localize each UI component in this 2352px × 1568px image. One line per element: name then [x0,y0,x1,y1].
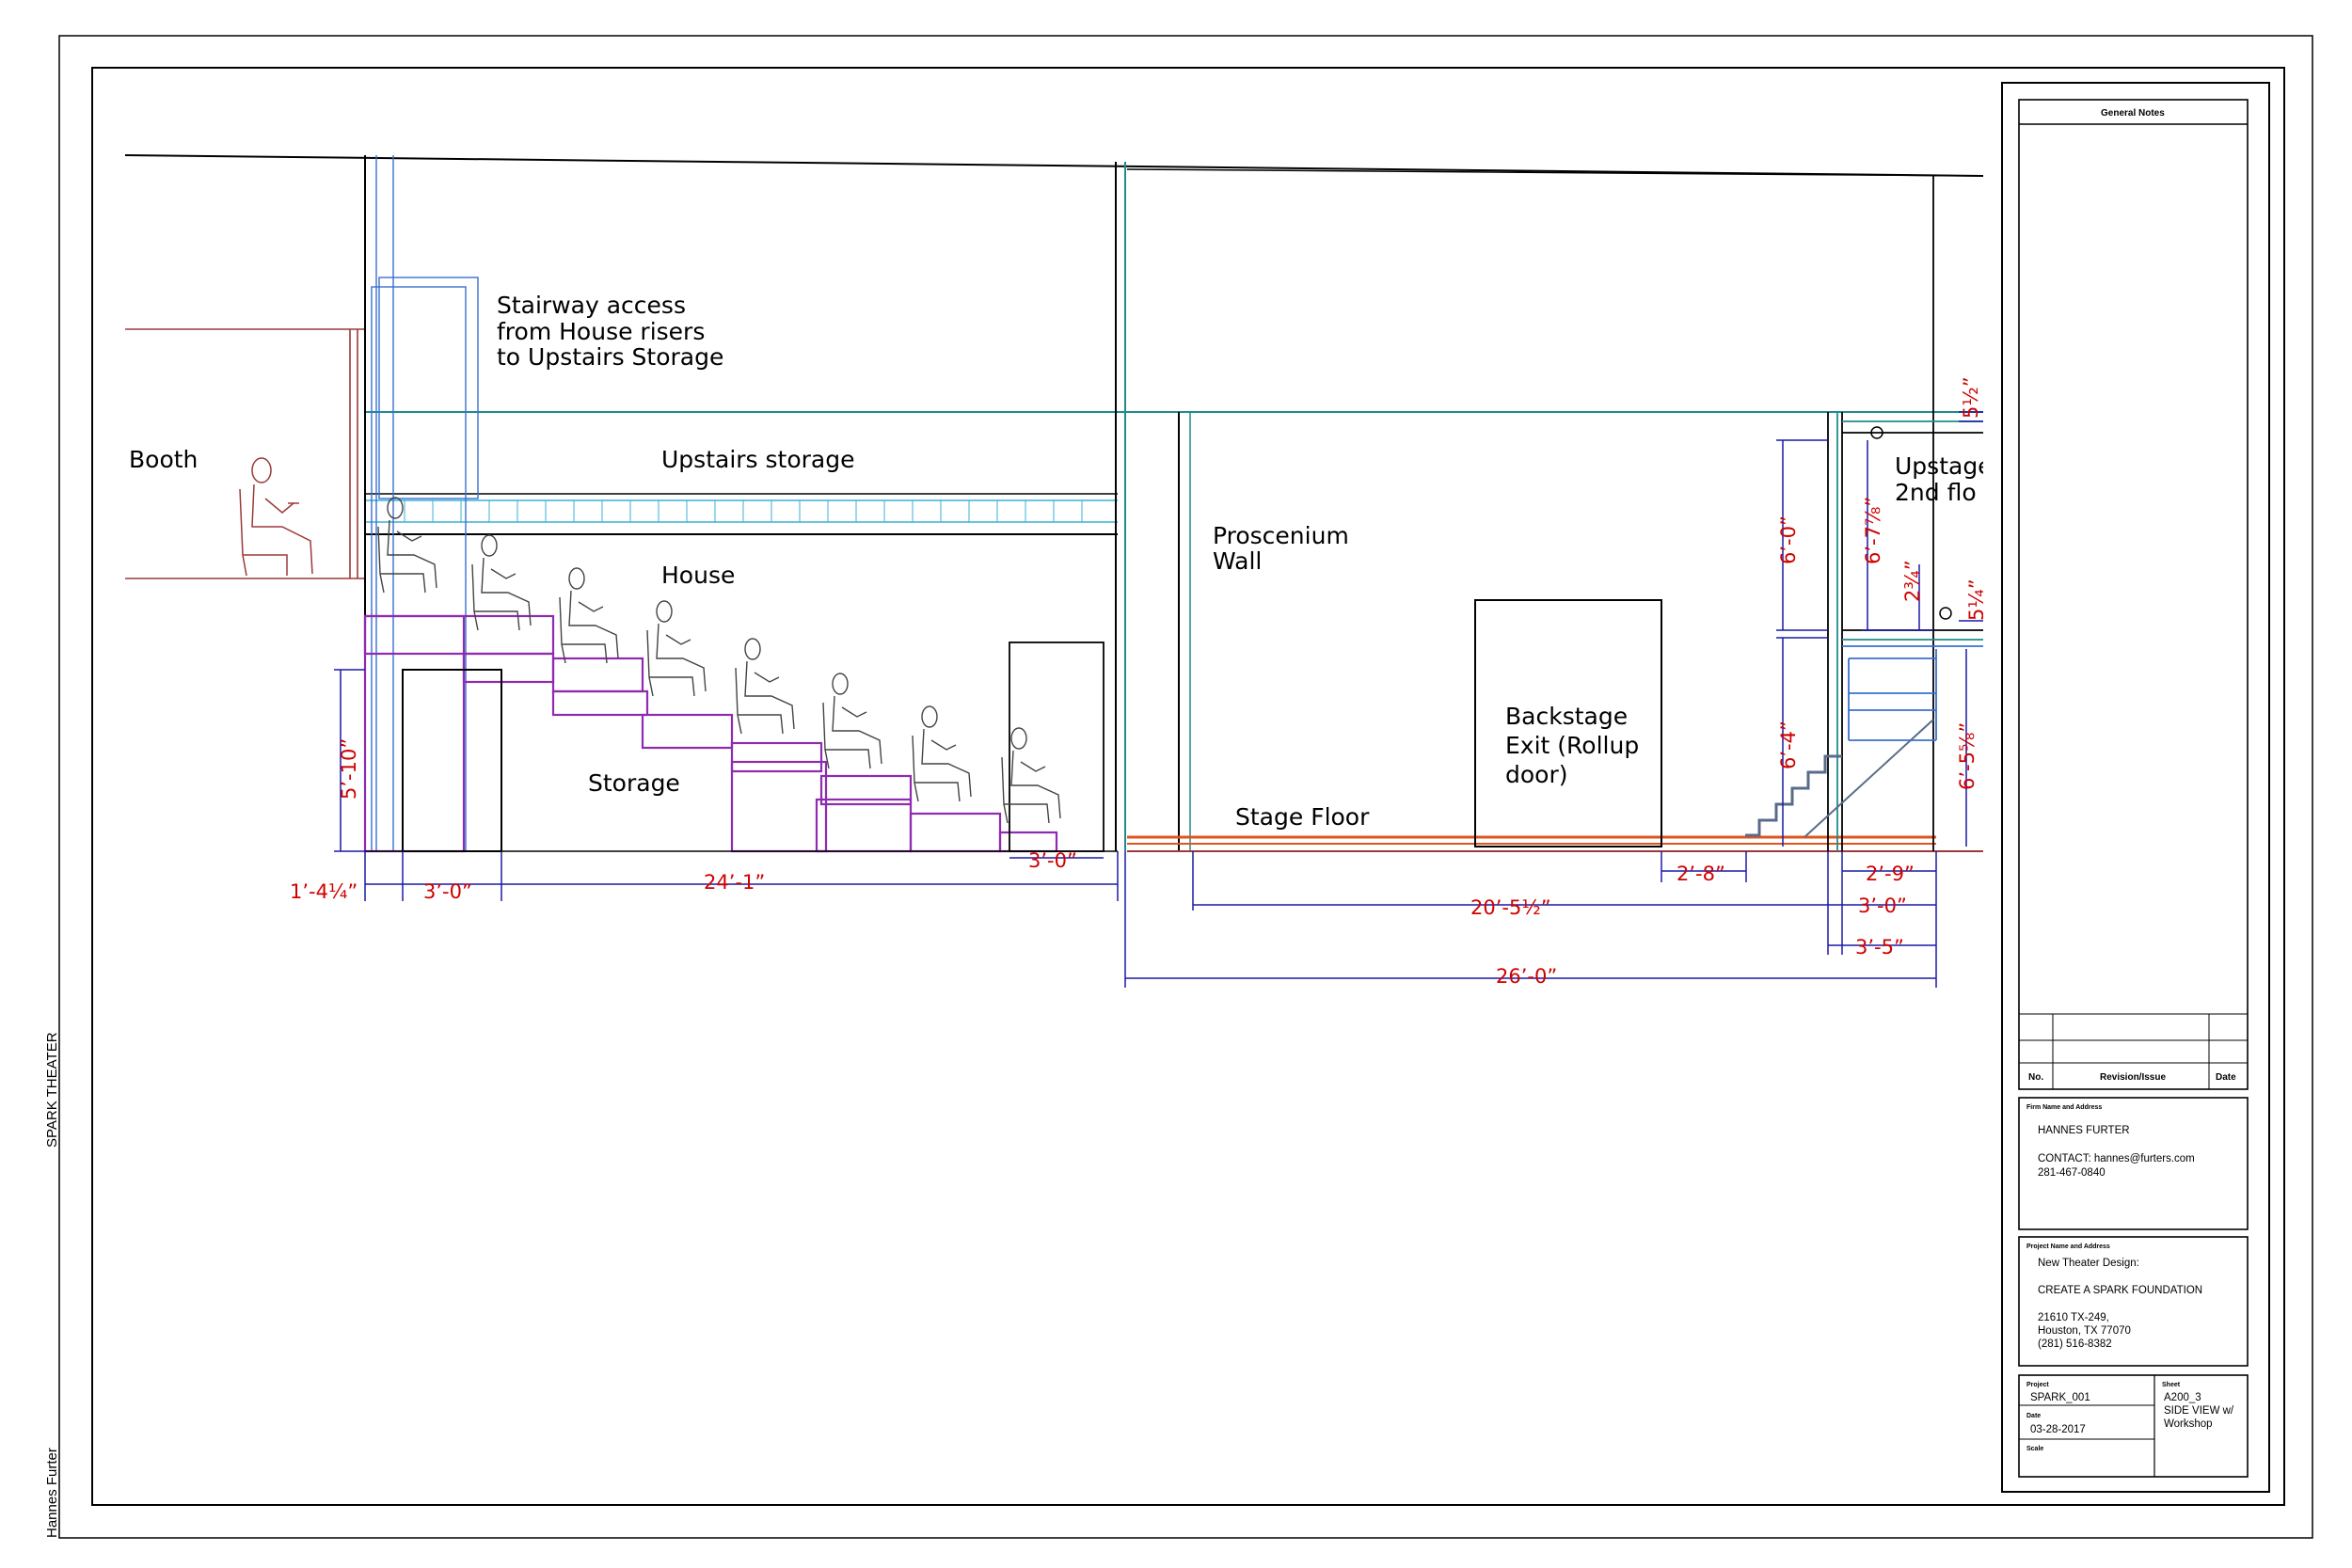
firm-phone: 281-467-0840 [2038,1167,2106,1179]
side-author: Hannes Furter [44,1448,60,1538]
dim-5-half: 5½” [1960,376,1982,419]
dim-6-7: 6’-7⅞” [1862,497,1884,564]
backstage-label-line1: Backstage [1505,703,1628,730]
sheet-desc1: SIDE VIEW w/ [2164,1405,2234,1417]
booth-person-icon [239,457,313,577]
dim-3-5: 3’-5” [1855,936,1904,958]
sheet-desc2: Workshop [2164,1418,2213,1430]
dim-24-1: 24’-1” [704,871,765,894]
general-notes-heading: General Notes [2101,108,2165,119]
side-project-name: SPARK THEATER [44,1032,60,1148]
audience-person-icon [377,497,1061,824]
dim-1-4: 1’-4¼” [290,880,358,903]
project-address3: (281) 516-8382 [2038,1338,2112,1350]
proscenium-label-line1: Proscenium [1213,522,1349,549]
project-line2: CREATE A SPARK FOUNDATION [2038,1285,2202,1296]
dim-2-8: 2’-8” [1677,863,1725,885]
project-heading: Project Name and Address [2026,1243,2110,1250]
upstage-label-line2: 2nd flo [1895,479,1977,506]
dim-6-4: 6’-4” [1777,721,1800,769]
outer-border [58,35,2313,1539]
revision-date-header: Date [2216,1072,2236,1083]
house-label: House [661,562,735,589]
backstage-rollup-door [1474,599,1662,847]
project-value: SPARK_001 [2030,1392,2090,1403]
firm-heading: Firm Name and Address [2026,1104,2102,1111]
project-address2: Houston, TX 77070 [2038,1325,2131,1337]
date-value: 03-28-2017 [2030,1424,2086,1435]
title-block [2001,82,2270,1493]
house-exit-door [1009,641,1104,852]
scale-label: Scale [2026,1446,2043,1452]
upstage-label-line1: Upstage [1895,452,1993,480]
sheet-value: A200_3 [2164,1392,2201,1403]
proscenium-label-line2: Wall [1213,547,1262,575]
dim-20-5: 20’-5½” [1470,896,1551,919]
dim-3-0-b: 3’-0” [1028,849,1077,872]
stairway-label-line3: to Upstairs Storage [497,343,723,371]
date-label: Date [2026,1413,2041,1419]
revision-no-header: No. [2028,1072,2043,1083]
firm-name: HANNES FURTER [2038,1125,2130,1136]
sheet-label: Sheet [2162,1382,2181,1388]
dim-2-9: 2’-9” [1866,863,1915,885]
project-label: Project [2026,1382,2049,1388]
section-drawing: 5’-10” 1’-4¼” 3’-0” 24’-1” 3’-0” 20’-5½”… [124,75,2000,1110]
upstairs-storage-label: Upstairs storage [661,446,854,473]
dim-6-0: 6’-0” [1777,515,1800,564]
storage-label: Storage [588,769,680,797]
project-line1: New Theater Design: [2038,1258,2139,1269]
firm-contact: CONTACT: hannes@furters.com [2038,1153,2195,1164]
dim-3-0-c: 3’-0” [1858,895,1907,917]
revision-issue-header: Revision/Issue [2100,1072,2166,1083]
dim-3-0-a: 3’-0” [423,880,472,903]
stairway-label-line2: from House risers [497,318,705,345]
stairway-shaft [371,155,479,852]
dim-26-0: 26’-0” [1496,965,1557,988]
booth [125,328,365,579]
dim-2-3: 2¾” [1901,560,1924,602]
dimension-lines [334,411,1983,988]
stairway-label-line1: Stairway access [497,292,686,319]
floor-joists [375,500,1083,522]
backstage-label-line3: door) [1505,761,1568,788]
project-address1: 21610 TX-249, [2038,1312,2109,1323]
dim-6-5: 6’-5⅝” [1956,722,1979,790]
dim-5-10: 5’-10” [338,738,360,800]
inner-border [91,67,2285,1506]
storage-door [402,669,502,852]
booth-label: Booth [129,446,198,473]
stage-floor-label: Stage Floor [1235,803,1370,831]
backstage-label-line2: Exit (Rollup [1505,732,1639,759]
